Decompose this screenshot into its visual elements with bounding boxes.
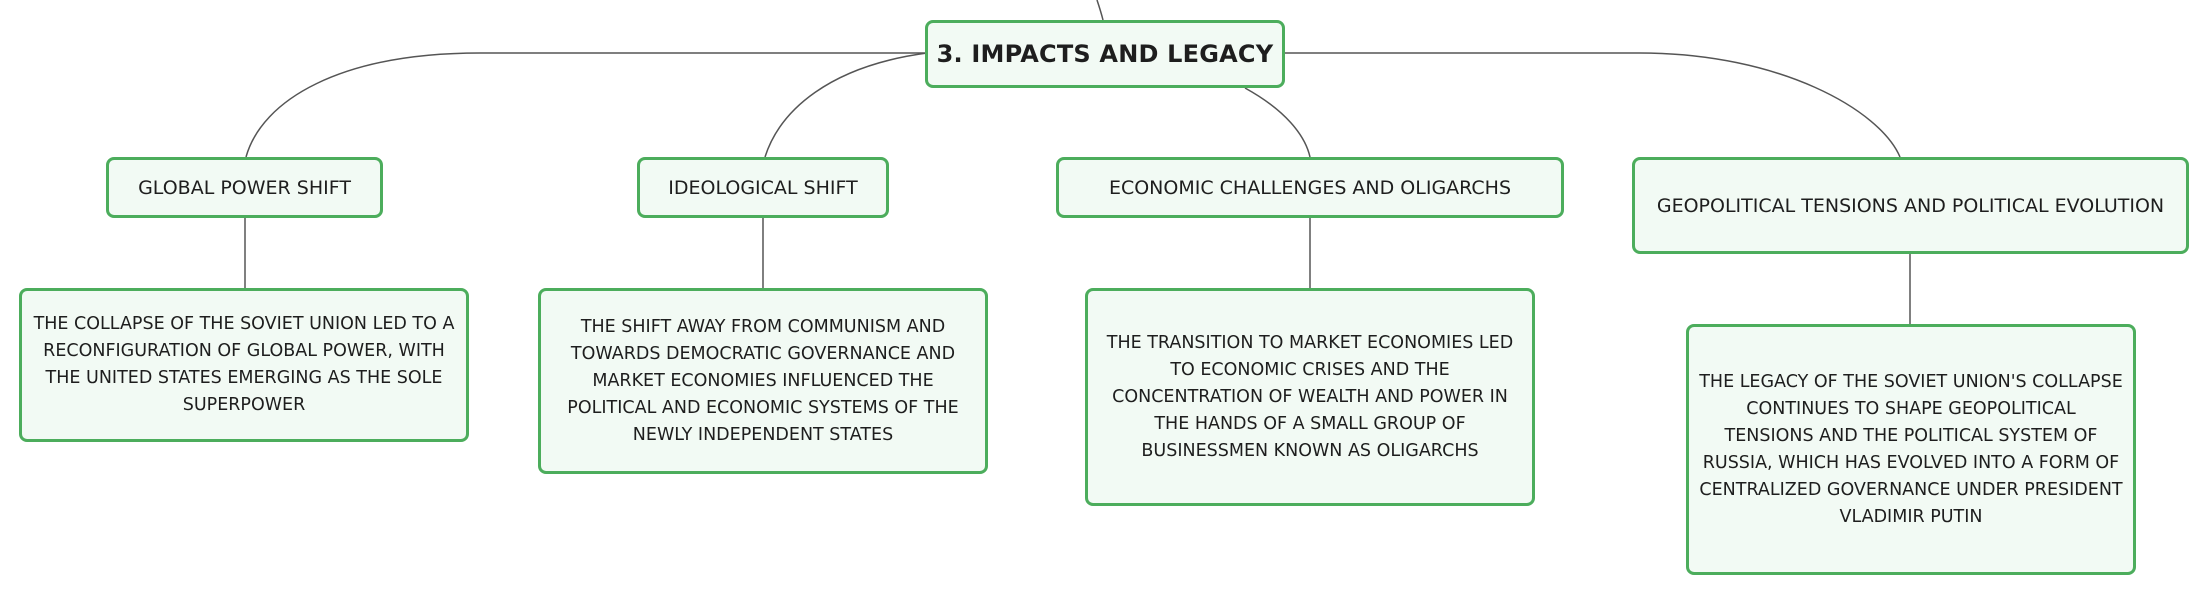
detail-ideological-shift[interactable]: THE SHIFT AWAY FROM COMMUNISM AND TOWARD…: [538, 288, 988, 474]
connector-root-to-geopolitical-tensions: [1284, 52, 1901, 158]
branch-geopolitical-tensions[interactable]: GEOPOLITICAL TENSIONS AND POLITICAL EVOL…: [1632, 157, 2189, 254]
branch-global-power-shift[interactable]: GLOBAL POWER SHIFT: [106, 157, 383, 218]
branch-label: GEOPOLITICAL TENSIONS AND POLITICAL EVOL…: [1656, 194, 2165, 217]
root-node[interactable]: 3. IMPACTS AND LEGACY: [925, 20, 1285, 88]
branch-label: GLOBAL POWER SHIFT: [138, 176, 351, 199]
branch-economic-challenges[interactable]: ECONOMIC CHALLENGES AND OLIGARCHS: [1056, 157, 1564, 218]
connector-root-to-economic-challenges: [1244, 87, 1311, 158]
branch-ideological-shift[interactable]: IDEOLOGICAL SHIFT: [637, 157, 889, 218]
detail-text: THE SHIFT AWAY FROM COMMUNISM AND TOWARD…: [567, 316, 959, 445]
detail-economic-challenges[interactable]: THE TRANSITION TO MARKET ECONOMIES LED T…: [1085, 288, 1535, 506]
connector-root-to-global-power-shift: [245, 52, 927, 158]
root-label: 3. IMPACTS AND LEGACY: [936, 40, 1274, 68]
detail-text: THE LEGACY OF THE SOVIET UNION'S COLLAPS…: [1699, 371, 2123, 527]
detail-text: THE COLLAPSE OF THE SOVIET UNION LED TO …: [33, 314, 455, 415]
detail-global-power-shift[interactable]: THE COLLAPSE OF THE SOVIET UNION LED TO …: [19, 288, 469, 442]
connector-root-to-ideological-shift: [764, 52, 928, 158]
detail-text: THE TRANSITION TO MARKET ECONOMIES LED T…: [1106, 332, 1514, 461]
detail-geopolitical-tensions[interactable]: THE LEGACY OF THE SOVIET UNION'S COLLAPS…: [1686, 324, 2136, 575]
branch-label: ECONOMIC CHALLENGES AND OLIGARCHS: [1108, 176, 1512, 199]
branch-label: IDEOLOGICAL SHIFT: [668, 176, 858, 199]
connector-parent-to-root: [1096, 0, 1104, 21]
